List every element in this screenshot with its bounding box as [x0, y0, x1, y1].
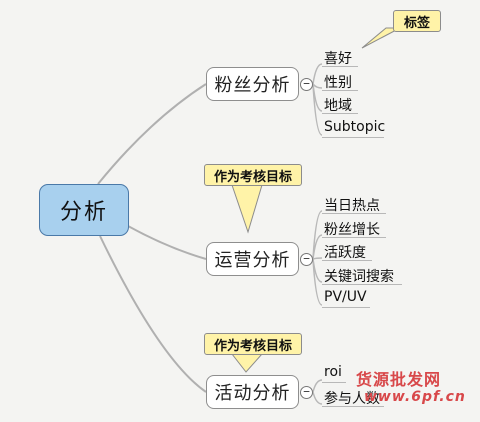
link-b2-leaf-5 — [312, 258, 323, 306]
root-label: 分析 — [59, 200, 108, 225]
link-b2-leaf-2 — [312, 234, 323, 260]
leaf-node[interactable]: 当日热点 — [324, 198, 380, 214]
leaf-node[interactable]: 性别 — [324, 75, 352, 91]
branch-node-activity[interactable]: 活动分析 — [206, 375, 299, 409]
leaf-underline — [322, 406, 384, 407]
leaf-underline — [322, 113, 358, 114]
branch-label: 运营分析 — [214, 250, 291, 271]
leaf-node[interactable]: PV/UV — [324, 289, 367, 305]
link-root-branch-3 — [99, 235, 207, 393]
leaf-underline — [322, 284, 402, 285]
leaf-underline — [322, 90, 358, 91]
leaf-underline — [322, 307, 370, 308]
link-b1-leaf-2 — [312, 83, 323, 89]
branch-label: 粉丝分析 — [214, 75, 291, 96]
callout-pointer-3 — [230, 353, 264, 373]
leaf-underline — [322, 260, 372, 261]
link-b2-leaf-3 — [312, 257, 323, 260]
root-node[interactable]: 分析 — [39, 184, 129, 236]
leaf-node[interactable]: 喜好 — [324, 51, 352, 67]
leaf-node[interactable]: Subtopic — [324, 119, 386, 135]
watermark: 货源批发网 www.6pf.cn — [356, 366, 465, 405]
link-b1-leaf-4 — [312, 83, 323, 136]
link-b3-leaf-2 — [312, 391, 323, 405]
leaf-node[interactable]: 地域 — [324, 98, 352, 114]
callout-note: 作为考核目标 — [204, 333, 302, 355]
leaf-underline — [322, 66, 358, 67]
watermark-text: 货源批发网 — [356, 370, 442, 389]
leaf-underline — [322, 237, 386, 238]
callout-pointer-2 — [231, 184, 263, 234]
link-root-branch-1 — [97, 83, 207, 185]
link-b1-leaf-1 — [312, 63, 323, 85]
leaf-underline — [322, 137, 384, 138]
branch-node-fans[interactable]: 粉丝分析 — [206, 67, 299, 101]
leaf-node[interactable]: 活跃度 — [324, 245, 366, 261]
collapse-icon[interactable]: − — [300, 253, 313, 266]
callout-note: 作为考核目标 — [204, 164, 302, 186]
leaf-node[interactable]: roi — [324, 364, 342, 380]
watermark-url: www.6pf.cn — [364, 389, 466, 405]
branch-label: 活动分析 — [214, 383, 291, 404]
leaf-node[interactable]: 粉丝增长 — [324, 222, 380, 238]
leaf-node[interactable]: 参与人数 — [324, 391, 380, 407]
link-b3-leaf-1 — [312, 379, 323, 393]
collapse-icon[interactable]: − — [300, 78, 313, 91]
collapse-icon[interactable]: − — [300, 386, 313, 399]
branch-node-operations[interactable]: 运营分析 — [206, 242, 299, 276]
callout-note: 标签 — [393, 10, 441, 32]
leaf-underline — [322, 382, 346, 383]
leaf-underline — [322, 213, 386, 214]
leaf-node[interactable]: 关键词搜索 — [324, 269, 394, 285]
link-root-branch-2 — [127, 225, 207, 260]
